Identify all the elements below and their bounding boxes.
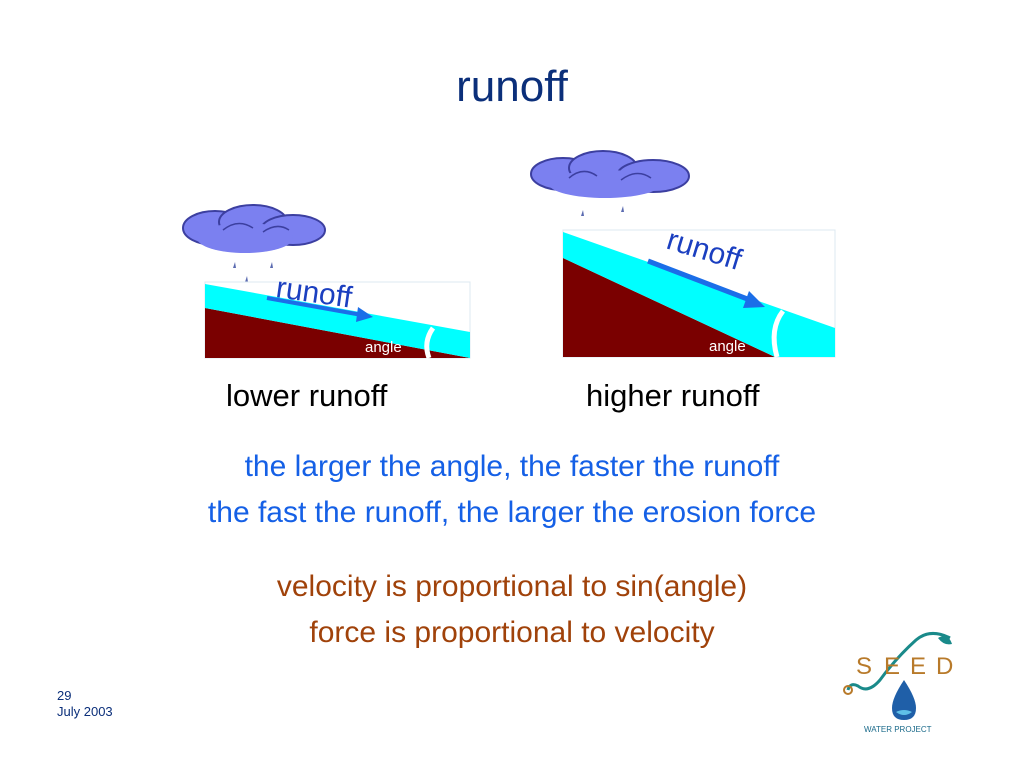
logo-letter-e1: E	[884, 653, 900, 680]
seed-logo: S E E D WATER PROJECT	[843, 632, 953, 734]
rain-cloud-icon	[530, 150, 690, 198]
logo-subtitle: WATER PROJECT	[864, 725, 932, 734]
statement-force-velocity: force is proportional to velocity	[309, 616, 715, 649]
water-layer	[563, 232, 835, 357]
logo-letter-d: D	[936, 653, 953, 680]
statement-speed-erosion: the fast the runoff, the larger the eros…	[207, 496, 817, 529]
runoff-arrow-icon	[647, 258, 765, 308]
vine-icon	[846, 632, 951, 691]
water-layer	[205, 284, 470, 358]
runoff-arrow-icon	[266, 296, 373, 322]
statement-angle-speed: the larger the angle, the faster the run…	[244, 450, 780, 483]
page-number: 29	[57, 688, 72, 703]
angle-arc	[771, 309, 786, 358]
caption-higher-runoff: higher runoff	[586, 378, 760, 413]
shallow-slope-diagram: runoff angle	[182, 204, 471, 359]
slide-title: runoff	[456, 62, 568, 111]
angle-arc	[424, 326, 436, 359]
footer-date: July 2003	[57, 704, 113, 719]
angle-label: angle	[709, 338, 746, 355]
water-drop-icon	[892, 680, 916, 720]
logo-letter-s: S	[856, 653, 872, 680]
angle-label: angle	[365, 339, 402, 356]
steep-slope-diagram: runoff angle	[530, 150, 836, 358]
logo-letter-e2: E	[910, 653, 926, 680]
raindrop-icon	[233, 262, 273, 282]
statement-velocity-sin: velocity is proportional to sin(angle)	[276, 570, 748, 603]
caption-lower-runoff: lower runoff	[226, 378, 388, 413]
rain-cloud-icon	[182, 204, 326, 253]
